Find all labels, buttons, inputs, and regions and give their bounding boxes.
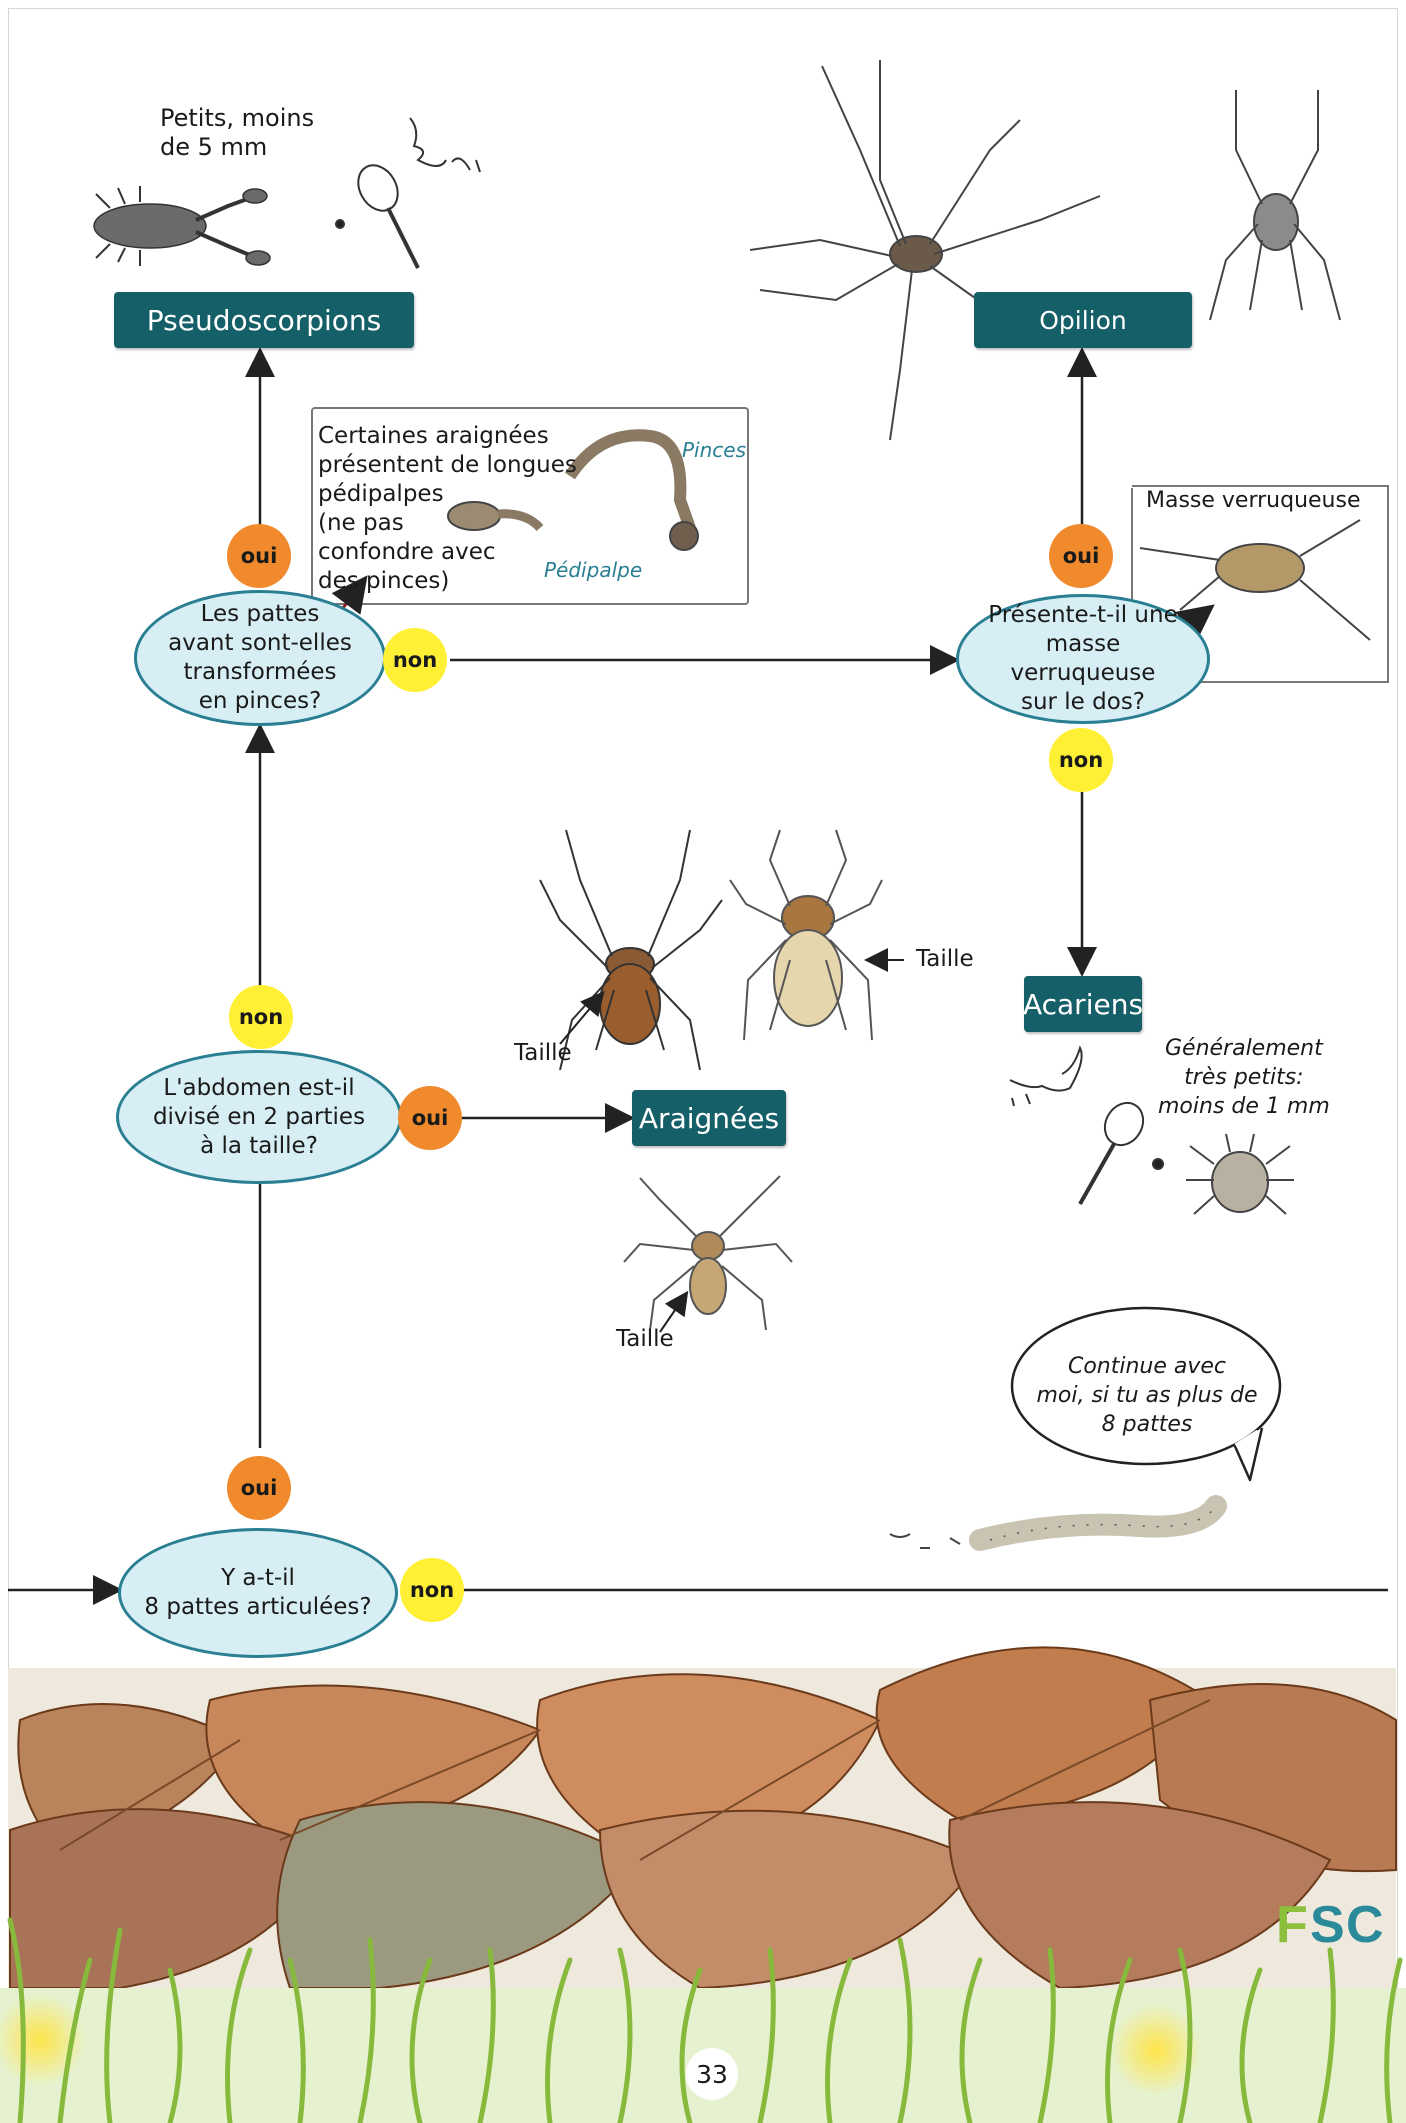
badge-non-q4: non [1049,728,1113,792]
svg-text:F: F [1276,1896,1308,1954]
badge-non-q2: non [229,985,293,1049]
result-pseudoscorpions: Pseudoscorpions [114,292,414,348]
taille-pointer-2 [560,994,602,1044]
speech-text: Continue avec moi, si tu as plus de 8 pa… [1022,1352,1272,1439]
pseudoscorpion-icon [94,186,270,266]
note-acariens-size: Généralement très petits: moins de 1 mm [1158,1034,1330,1121]
label-pinces: Pinces [682,438,746,462]
badge-oui-q4: oui [1049,524,1113,588]
badge-oui-q1: oui [227,1456,291,1520]
speech-bubble [1012,1227,1150,1310]
svg-text:S: S [1310,1896,1345,1954]
badge-non-q3: non [383,628,447,692]
label-taille-1: Taille [916,946,974,972]
result-araignees: Araignées [632,1090,786,1146]
badge-oui-q2: oui [398,1086,462,1150]
opilion-icon-2 [1210,90,1340,320]
label-taille-2: Taille [514,1040,572,1066]
mite-icon [1186,1134,1294,1214]
spider-icon-2 [730,830,882,1040]
question-pattes-pinces: Les pattes avant sont-elles transformées… [134,590,386,726]
note-pseudo-size: Petits, moins de 5 mm [160,104,314,162]
svg-text:C: C [1346,1896,1384,1954]
millipede-icon [890,1506,1216,1548]
badge-non-q1: non [400,1558,464,1622]
page-number: 33 [686,2048,738,2100]
question-abdomen: L'abdomen est-il divisé en 2 parties à l… [116,1050,402,1184]
question-8-pattes: Y a-t-il 8 pattes articulées? [118,1528,398,1658]
label-pedipalpe: Pédipalpe [544,558,642,582]
badge-oui-q3: oui [227,524,291,588]
question-masse-verruqueuse: Présente-t-il une masse verruqueuse sur … [956,594,1210,724]
acariens-magnifier-icon [1010,1048,1163,1204]
fsc-logo: F S C [1276,1896,1384,1954]
label-masse-verruqueuse: Masse verruqueuse [1146,488,1361,513]
magnifier-icon [336,118,480,268]
note-pedipalpes: Certaines araignées présentent de longue… [318,422,577,596]
result-acariens: Acariens [1024,976,1142,1032]
spider-icon-3 [624,1176,792,1330]
leaf-litter [8,1647,1396,1988]
label-taille-3: Taille [616,1326,674,1352]
result-opilion: Opilion [974,292,1192,348]
opilion-icon [750,60,1100,440]
